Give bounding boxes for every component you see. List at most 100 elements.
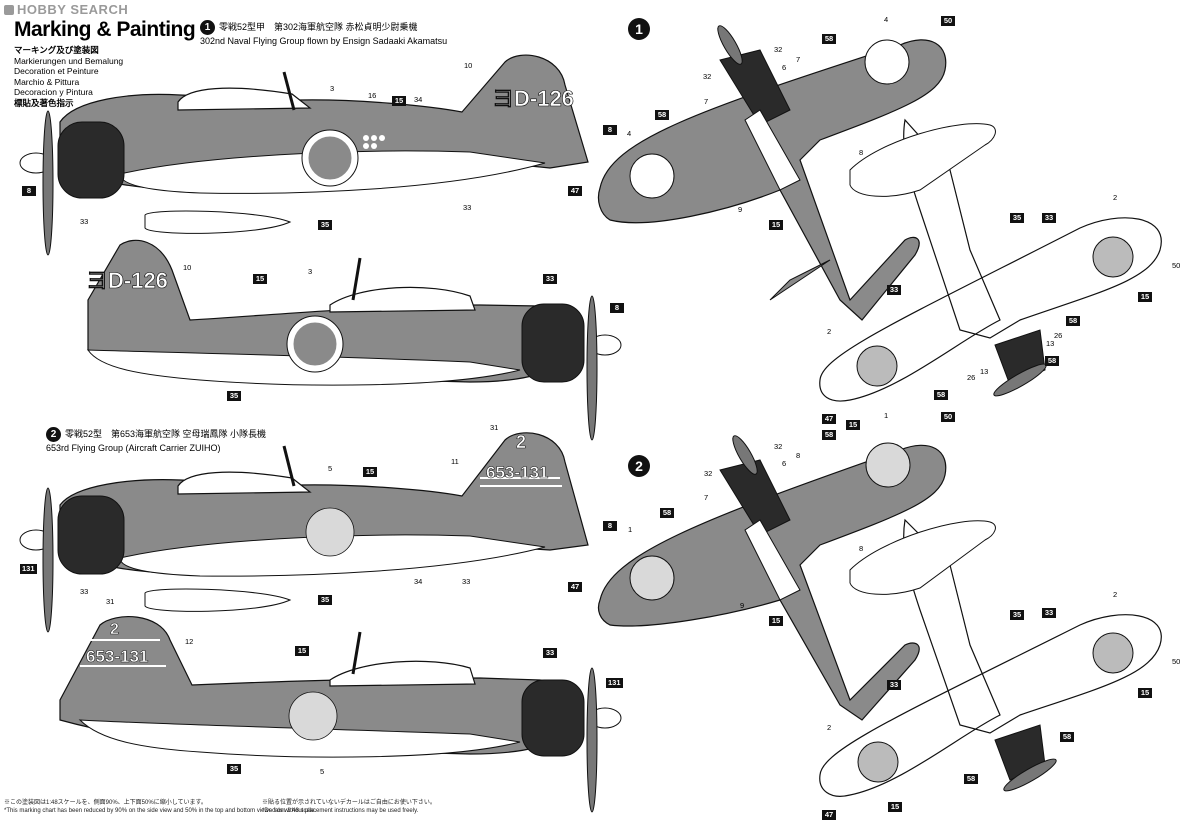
callout-boxed: 35 xyxy=(227,764,241,774)
callout: 9 xyxy=(738,205,743,214)
callout: 7 xyxy=(704,493,709,502)
scheme-2-title-en: 653rd Flying Group (Aircraft Carrier ZUI… xyxy=(46,443,221,453)
callout-boxed: 15 xyxy=(363,467,377,477)
hobby-search-watermark: HOBBY SEARCH xyxy=(4,2,128,17)
plan-view-2-bottom xyxy=(819,518,1162,797)
callout-boxed: 33 xyxy=(543,648,557,658)
callout: 16 xyxy=(368,91,377,100)
callout: 10 xyxy=(464,61,473,70)
title-zh: 標貼及著色指示 xyxy=(14,97,74,108)
callout: 32 xyxy=(704,469,713,478)
callout-boxed: 8 xyxy=(610,303,624,313)
callout-boxed: 33 xyxy=(887,285,901,295)
callout: 13 xyxy=(980,367,989,376)
logo-icon xyxy=(4,5,14,15)
callout-boxed: 8 xyxy=(603,125,617,135)
callout-boxed: 131 xyxy=(606,678,623,688)
callout-boxed: 33 xyxy=(1042,213,1056,223)
callout-boxed: 47 xyxy=(822,414,836,424)
callout: 3 xyxy=(308,267,313,276)
title-it: Marchio & Pittura xyxy=(14,76,80,87)
scale-note: ※この塗装図は1:48スケールを、側面90%、上下面50%に縮小しています。 *… xyxy=(4,800,316,815)
plan-view-1-top xyxy=(597,25,947,321)
callout: 7 xyxy=(796,55,801,64)
callout: 8 xyxy=(859,148,864,157)
callout: 8 xyxy=(859,544,864,553)
callout: 9 xyxy=(740,601,745,610)
callout-boxed: 35 xyxy=(1010,213,1024,223)
page-title: Marking & Painting xyxy=(14,18,196,41)
scheme-1-title-en: 302nd Naval Flying Group flown by Ensign… xyxy=(200,36,448,46)
callout-boxed: 35 xyxy=(318,595,332,605)
decal-note-en: *Decals without placement instructions m… xyxy=(262,807,419,814)
side-view-1-left: ヨD-126 xyxy=(19,54,589,256)
callout-boxed: 47 xyxy=(568,582,582,592)
callout-boxed: 8 xyxy=(603,521,617,531)
callout-boxed: 15 xyxy=(1138,292,1152,302)
decal-note-jp: ※貼る位置が示されていないデカールはご自由にお使い下さい。 xyxy=(262,800,436,806)
title-fr: Decoration et Peinture xyxy=(14,66,99,77)
side-view-1-right: ヨD-126 xyxy=(86,239,622,441)
callout-boxed: 35 xyxy=(318,220,332,230)
callout: 33 xyxy=(462,577,471,586)
callout-boxed: 33 xyxy=(1042,608,1056,618)
callout-boxed: 15 xyxy=(846,420,860,430)
callout: 33 xyxy=(80,217,89,226)
callout: 13 xyxy=(1046,339,1055,348)
callout: 2 xyxy=(1113,590,1118,599)
plan-view-1-bottom xyxy=(819,118,1162,402)
callout: 11 xyxy=(451,457,459,466)
callout: 8 xyxy=(796,451,801,460)
callout: 5 xyxy=(328,464,333,473)
callout: 34 xyxy=(414,95,423,104)
title-translations: マーキング及び塗装図 Markierungen und Bemalung Dec… xyxy=(14,45,123,109)
callout-boxed: 8 xyxy=(22,186,36,196)
callout-boxed: 15 xyxy=(769,220,783,230)
callout-boxed: 15 xyxy=(392,96,406,106)
callout-boxed: 58 xyxy=(822,34,836,44)
callout: 2 xyxy=(1113,193,1118,202)
callout: 33 xyxy=(463,203,472,212)
side-view-2-left: 2 653-131 xyxy=(19,432,589,633)
callout: 26 xyxy=(967,373,976,382)
callout-boxed: 33 xyxy=(887,680,901,690)
callout: 26 xyxy=(1054,331,1063,340)
callout-boxed: 47 xyxy=(568,186,582,196)
callout: 32 xyxy=(774,45,783,54)
title-es: Decoracion y Pintura xyxy=(14,87,93,98)
scheme-2-heading: 2 零戦52型 第653海軍航空隊 空母瑞鳳隊 小隊長機 653rd Flying… xyxy=(46,427,266,454)
callout: 32 xyxy=(774,442,783,451)
callout: 2 xyxy=(827,723,832,732)
scheme-1-plan-badge: 1 xyxy=(628,18,650,40)
callout-boxed: 131 xyxy=(20,564,37,574)
callout-boxed: 15 xyxy=(295,646,309,656)
tail-number-2a: 2 xyxy=(516,432,526,452)
callout-boxed: 35 xyxy=(1010,610,1024,620)
callout-boxed: 33 xyxy=(543,274,557,284)
callout: 1 xyxy=(884,411,889,420)
callout: 2 xyxy=(827,327,832,336)
callout: 1 xyxy=(628,525,633,534)
scheme-2-title-jp: 零戦52型 第653海軍航空隊 空母瑞鳳隊 小隊長機 xyxy=(65,428,267,439)
plan-view-2-top xyxy=(597,435,947,721)
callout: 6 xyxy=(782,459,787,468)
scheme-2-badge: 2 xyxy=(46,427,61,442)
callout-boxed: 50 xyxy=(941,412,955,422)
callout: 10 xyxy=(183,263,192,272)
tail-code-2b: 653-131 xyxy=(86,647,148,666)
callout-boxed: 15 xyxy=(888,802,902,812)
callout: 31 xyxy=(490,423,499,432)
callout: 32 xyxy=(703,72,712,81)
callout: 7 xyxy=(704,97,709,106)
callout-boxed: 58 xyxy=(934,390,948,400)
callout: 34 xyxy=(414,577,423,586)
decal-note: ※貼る位置が示されていないデカールはご自由にお使い下さい。 *Decals wi… xyxy=(262,800,436,815)
tail-number-2b: 2 xyxy=(110,621,119,638)
tail-code-1a: ヨD-126 xyxy=(492,86,574,111)
scale-note-en: *This marking chart has been reduced by … xyxy=(4,807,317,814)
callout-boxed: 58 xyxy=(822,430,836,440)
callout-boxed: 58 xyxy=(1060,732,1074,742)
scheme-1-title-jp: 零戦52型甲 第302海軍航空隊 赤松貞明少尉乗機 xyxy=(219,21,418,32)
